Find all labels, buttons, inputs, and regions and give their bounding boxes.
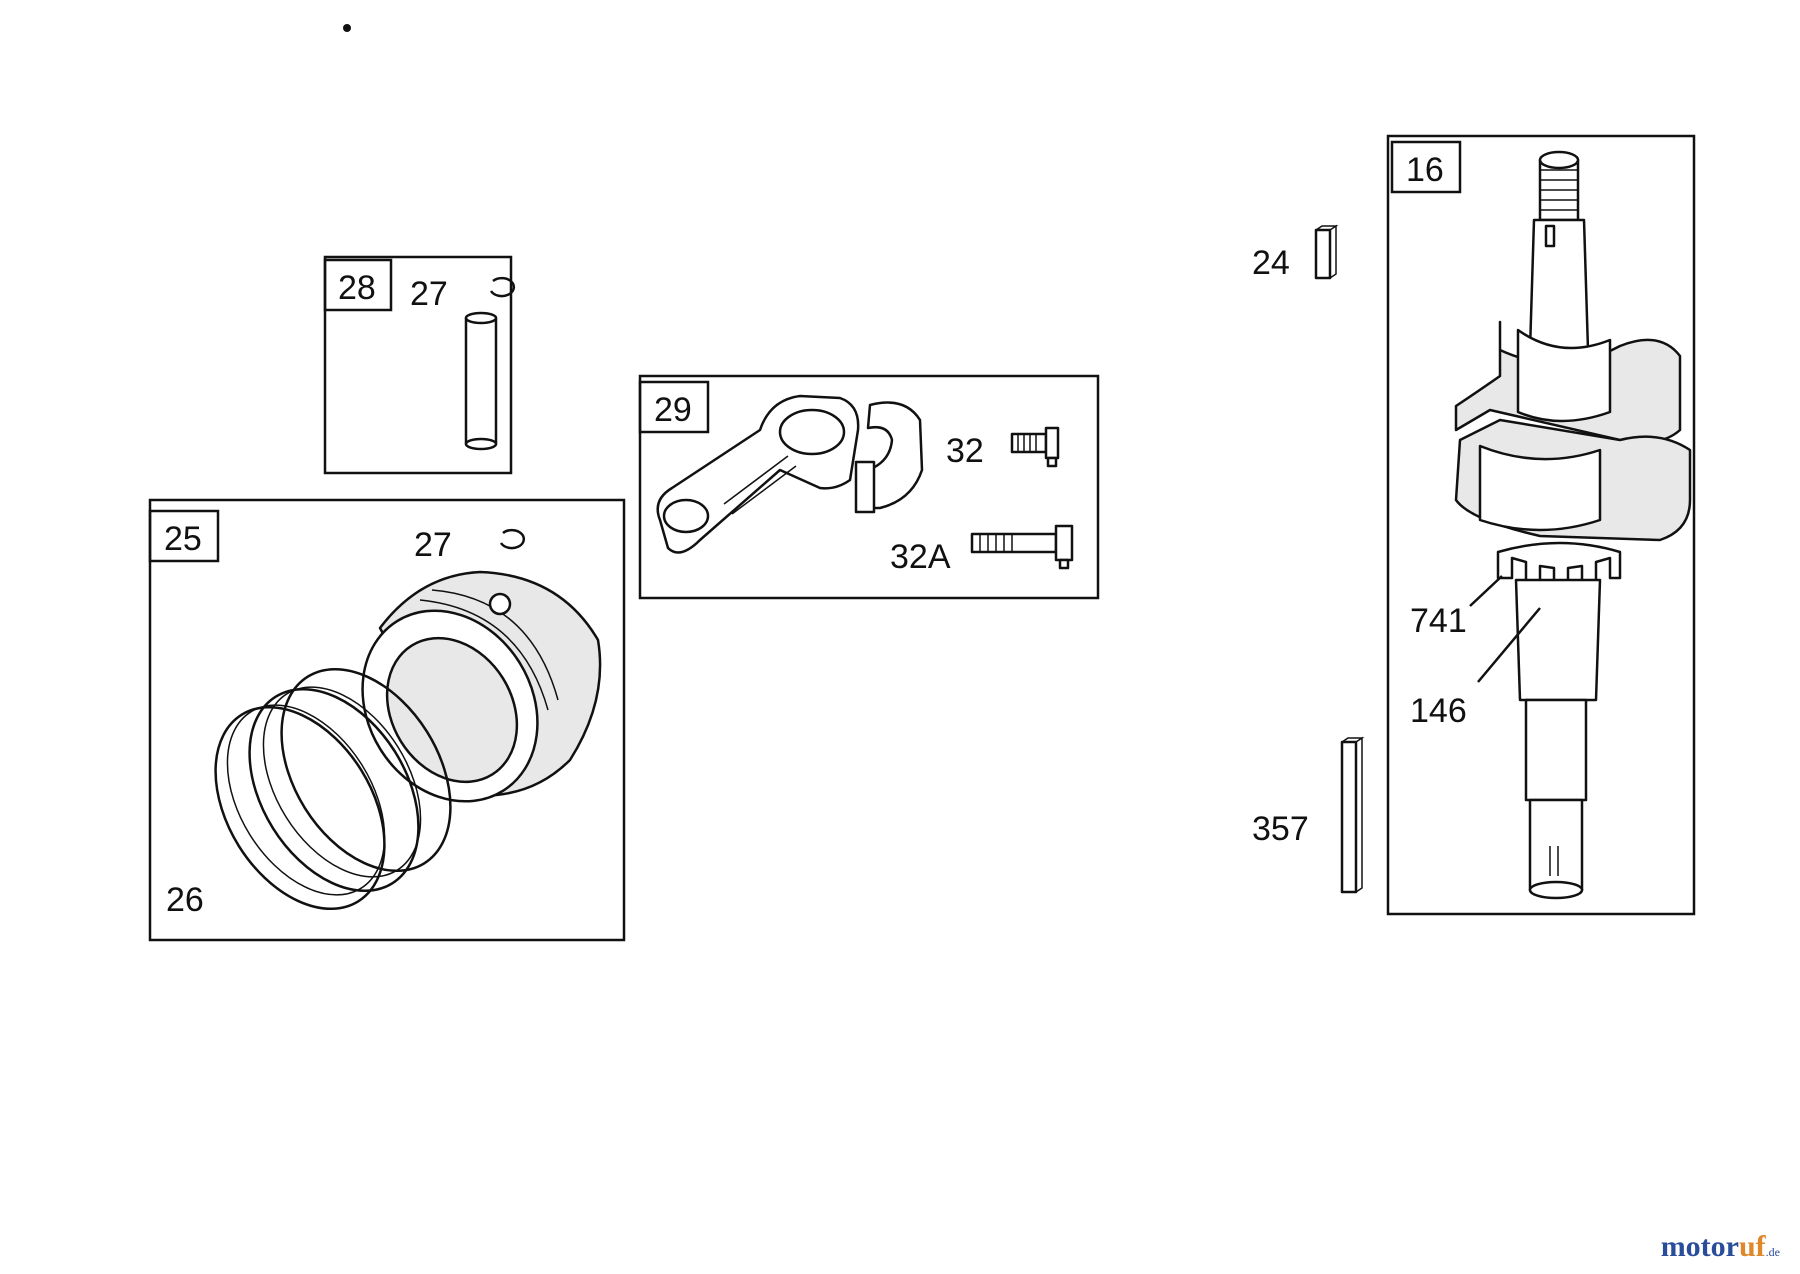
group-29-number: 29 [654,391,692,429]
group-29-frame [638,374,1100,600]
label-24: 24 [1252,244,1290,282]
group-25-frame [148,498,626,942]
piston-rings [214,667,452,911]
bolt-32A [970,524,1074,570]
group-29-number-box [638,380,710,434]
group-28-number: 28 [338,269,376,307]
watermark-logo: motoruf.de [1661,1230,1780,1264]
label-27-pin: 27 [410,275,448,313]
piston-pin [464,311,498,451]
watermark-brand-a: motor [1660,1230,1739,1263]
label-146: 146 [1410,692,1467,730]
group-25-number: 25 [164,520,202,558]
key-357 [1340,736,1365,894]
group-16-number: 16 [1406,151,1444,189]
watermark-tld: .de [1765,1245,1780,1259]
group-16-frame [1386,134,1696,916]
label-32A: 32A [890,538,951,576]
bolt-32 [1010,426,1060,468]
group-28-number-box [323,258,393,312]
label-741: 741 [1410,602,1467,640]
key-24 [1314,224,1339,280]
retainer-clip-icon [489,276,516,298]
piston [361,570,602,803]
group-25: 25 27 26 [148,498,626,942]
label-26: 26 [166,881,204,919]
group-25-number-box [148,509,220,563]
retainer-clip-icon-2 [499,528,526,550]
group-16-number-box [1390,140,1462,194]
label-32: 32 [946,432,984,470]
group-16: 16 741 146 [1386,134,1696,916]
group-28: 28 27 [323,255,516,475]
label-27-piston: 27 [414,526,452,564]
group-28-frame [323,255,513,475]
label-357: 357 [1252,810,1309,848]
connecting-rod-cap [854,401,924,514]
watermark-brand-b: uf [1738,1230,1766,1263]
group-29: 29 32 32A [638,374,1100,600]
leader-146 [1477,607,1541,683]
stray-dot [343,24,351,32]
leader-741 [1469,575,1503,607]
crankshaft [1454,150,1692,900]
connecting-rod [656,394,860,554]
